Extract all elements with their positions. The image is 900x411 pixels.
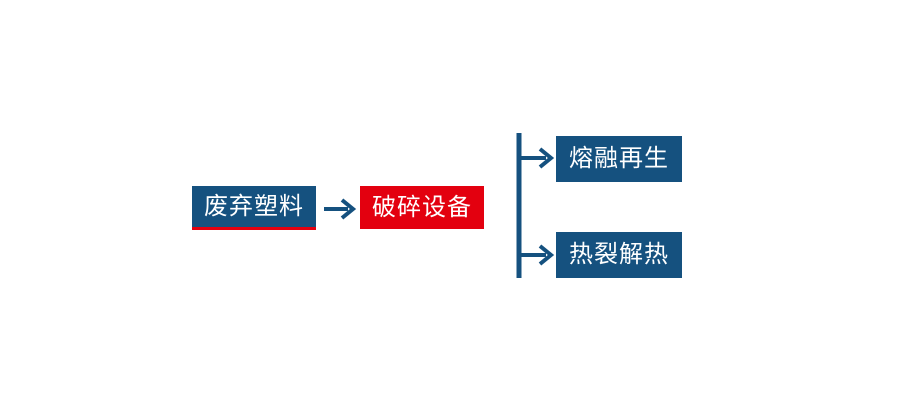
node-pyrolysis-heat[interactable]: 热裂解热 — [556, 232, 682, 278]
branch-connector-icon — [508, 128, 564, 284]
arrow-right-icon — [322, 196, 358, 222]
node-waste-plastic[interactable]: 废弃塑料 — [192, 186, 316, 230]
node-melt-regeneration[interactable]: 熔融再生 — [556, 136, 682, 182]
node-waste-plastic-label: 废弃塑料 — [204, 191, 304, 220]
node-crusher[interactable]: 破碎设备 — [360, 186, 484, 229]
node-crusher-label: 破碎设备 — [372, 192, 472, 221]
node-melt-regeneration-label: 熔融再生 — [569, 144, 669, 172]
node-pyrolysis-heat-label: 热裂解热 — [569, 240, 669, 268]
